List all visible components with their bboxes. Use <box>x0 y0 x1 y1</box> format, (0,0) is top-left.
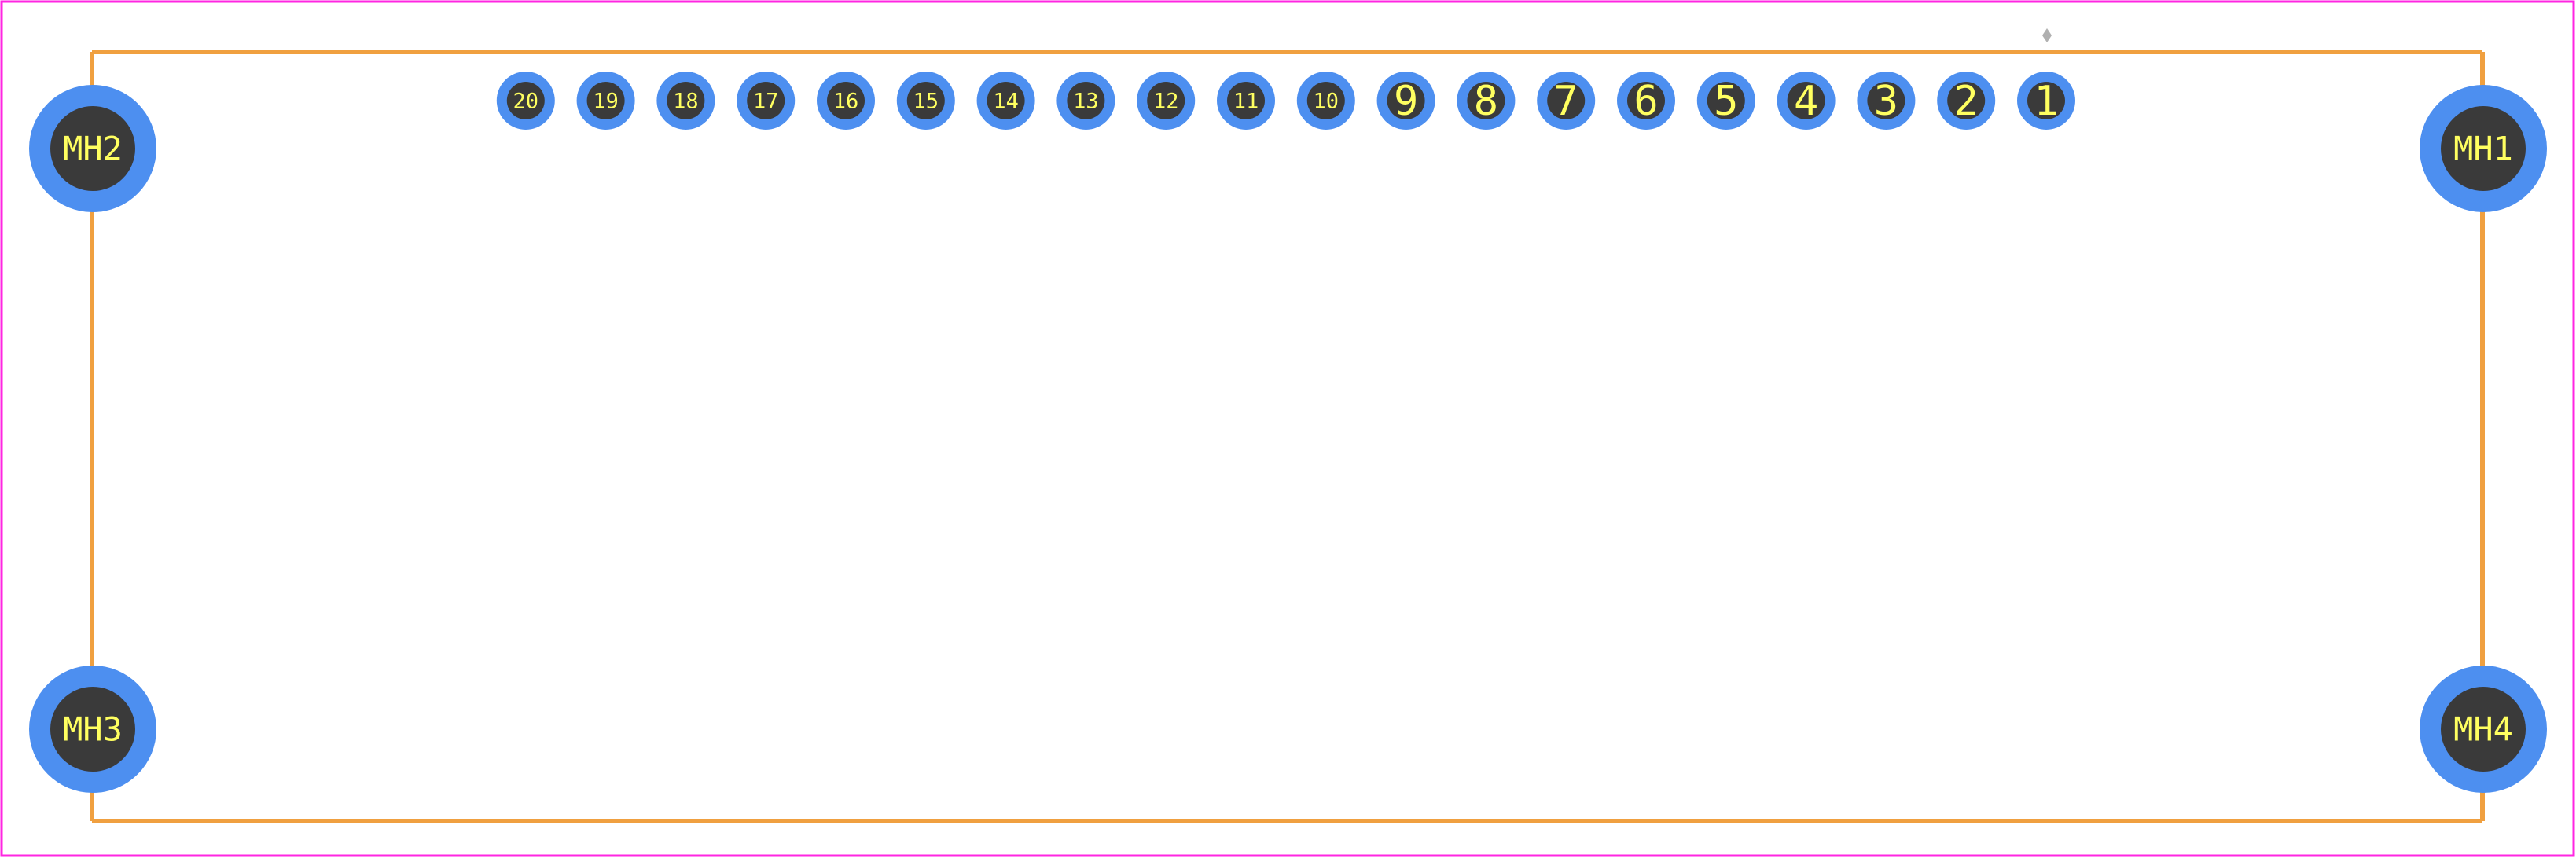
pin-number-label: 11 <box>1233 90 1259 114</box>
pin-pad-7: 7 <box>1537 72 1596 130</box>
pin-number-label: 18 <box>673 90 699 114</box>
pin-pad-14: 14 <box>976 72 1035 130</box>
pin-pad-17: 17 <box>737 72 796 130</box>
pin-number-label: 19 <box>593 90 619 114</box>
mounting-hole-mh4: MH4 <box>2420 666 2547 793</box>
pin-pad-11: 11 <box>1217 72 1275 130</box>
pin-pad-10: 10 <box>1296 72 1355 130</box>
mounting-hole-label: MH2 <box>63 130 123 168</box>
pin-number-label: 3 <box>1874 78 1898 125</box>
pin-pad-drill <box>1947 82 1986 119</box>
pin-pad-15: 15 <box>896 72 955 130</box>
pin-pad-4: 4 <box>1777 72 1836 130</box>
mounting-hole-drill <box>50 106 135 191</box>
pin1-origin-marker <box>2042 28 2052 42</box>
pin-pad-drill <box>1306 82 1345 119</box>
mounting-hole-drill <box>2441 687 2526 772</box>
pin-pad-drill <box>1627 82 1665 119</box>
pin-pad-drill <box>1787 82 1825 119</box>
pin-pad-drill <box>1707 82 1745 119</box>
pin-pad-drill <box>906 82 945 119</box>
pin-number-label: 6 <box>1633 78 1658 125</box>
pin-pad-drill <box>2027 82 2065 119</box>
pin-pad-drill <box>1227 82 1265 119</box>
pin-pad-drill <box>827 82 865 119</box>
mounting-hole-mh3: MH3 <box>29 666 156 793</box>
pin-pad-1: 1 <box>2017 72 2075 130</box>
mounting-hole-label: MH1 <box>2453 130 2513 168</box>
pin-pad-drill <box>667 82 705 119</box>
pin-pad-8: 8 <box>1457 72 1516 130</box>
pin-pad-drill <box>1147 82 1185 119</box>
mounting-hole-drill <box>2441 106 2526 191</box>
mounting-hole-mh1: MH1 <box>2420 85 2547 212</box>
pin-pad-3: 3 <box>1857 72 1916 130</box>
pin-number-label: 16 <box>833 90 859 114</box>
pin-pad-drill <box>747 82 785 119</box>
pin-pad-19: 19 <box>576 72 635 130</box>
mounting-hole-label: MH3 <box>63 710 123 749</box>
mounting-hole-mh2: MH2 <box>29 85 156 212</box>
pin-number-label: 9 <box>1394 78 1418 125</box>
pin-number-label: 12 <box>1153 90 1179 114</box>
pin-pad-20: 20 <box>496 72 555 130</box>
mounting-hole-drill <box>50 687 135 772</box>
pin-pad-6: 6 <box>1617 72 1675 130</box>
pin-pad-drill <box>586 82 625 119</box>
pin-pad-drill <box>1867 82 1905 119</box>
pin-pad-drill <box>506 82 545 119</box>
mounting-hole-label: MH4 <box>2453 710 2513 749</box>
pin-pad-16: 16 <box>817 72 875 130</box>
pin-pad-13: 13 <box>1056 72 1115 130</box>
pin-pad-2: 2 <box>1937 72 1996 130</box>
pin-number-label: 8 <box>1474 78 1498 125</box>
pin-number-label: 17 <box>753 90 779 114</box>
pin-number-label: 4 <box>1794 78 1818 125</box>
pin-number-label: 13 <box>1073 90 1099 114</box>
pin-pad-12: 12 <box>1137 72 1196 130</box>
pin-number-label: 20 <box>513 90 539 114</box>
pin-pad-drill <box>1067 82 1105 119</box>
pin-pad-drill <box>987 82 1025 119</box>
pin-pad-18: 18 <box>656 72 715 130</box>
pin-number-label: 5 <box>1714 78 1738 125</box>
pin-pad-drill <box>1387 82 1425 119</box>
pin-pad-5: 5 <box>1696 72 1755 130</box>
pin-number-label: 1 <box>2034 78 2058 125</box>
pin-number-label: 15 <box>913 90 939 114</box>
pin-number-label: 7 <box>1554 78 1578 125</box>
pin-pad-9: 9 <box>1376 72 1435 130</box>
pin-number-label: 14 <box>993 90 1019 114</box>
pin-pad-drill <box>1467 82 1505 119</box>
pin-number-label: 2 <box>1954 78 1979 125</box>
pin-number-label: 10 <box>1314 90 1339 114</box>
silkscreen-outline <box>90 50 2485 823</box>
pin-pad-drill <box>1547 82 1586 119</box>
